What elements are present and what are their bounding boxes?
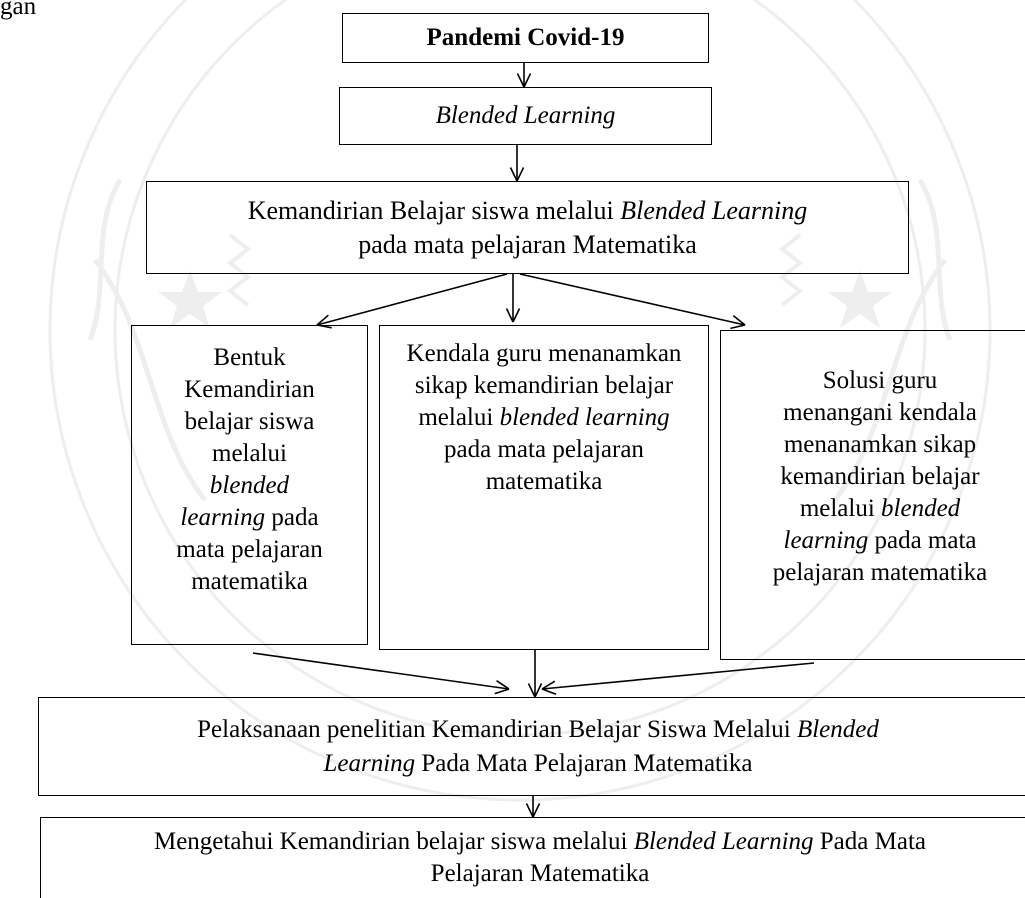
node-mengetahui-text-2: Blended Learning [633, 828, 814, 855]
arrow-solusi-to-pelaksanaan [541, 662, 815, 695]
arrowhead [509, 167, 518, 182]
arrow-bentuk-to-pelaksanaan [252, 652, 510, 695]
arrow-kendala-to-pelaksanaan [527, 650, 543, 698]
arrow-line [252, 652, 510, 690]
arrow-kemandirian-to-solusi [519, 273, 746, 330]
arrow-line [541, 662, 815, 690]
node-bentuk-text-1: Bentuk Kemandirian belajar siswa melalui [184, 344, 315, 467]
arrow-pelaksanaan-to-mengetahui [525, 796, 541, 818]
arrowhead [516, 73, 525, 88]
node-blended-learning: Blended Learning [339, 87, 712, 145]
node-bentuk-text-2: blended learning [180, 472, 290, 531]
arrowhead [494, 688, 510, 695]
node-solusi-text-2: blended learning [783, 495, 961, 554]
arrowhead [532, 803, 541, 818]
node-solusi-guru: Solusi guru menangani kendala menanamkan… [720, 330, 1025, 660]
node-kemandirian-text-1: Kemandirian Belajar siswa melalui [247, 195, 621, 225]
arrowhead [730, 324, 746, 330]
arrowhead [512, 308, 521, 323]
node-bentuk-kemandirian-label: Bentuk Kemandirian belajar siswa melalui… [175, 342, 325, 598]
arrowhead [505, 308, 514, 323]
node-kendala-text-3: pada mata pelajaran matematika [444, 436, 644, 495]
arrowhead [316, 314, 329, 326]
node-pandemi-covid-text: Pandemi Covid-19 [426, 24, 625, 51]
node-kendala-text-2: blended learning [499, 404, 670, 431]
lead-text: gan [0, 0, 37, 20]
node-mengetahui-kemandirian: Mengetahui Kemandirian belajar siswa mel… [40, 817, 1025, 898]
arrowhead [732, 315, 746, 326]
node-pelaksanaan-penelitian-label: Pelaksanaan penelitian Kemandirian Belaj… [158, 713, 918, 781]
node-bentuk-text-3: pada mata pelajaran matematika [176, 504, 323, 595]
node-pandemi-covid-label: Pandemi Covid-19 [427, 22, 625, 54]
arrowhead [541, 688, 557, 695]
node-pandemi-covid: Pandemi Covid-19 [342, 13, 709, 63]
node-bentuk-kemandirian: Bentuk Kemandirian belajar siswa melalui… [131, 325, 368, 645]
node-solusi-text-3: pada mata pelajaran matematika [772, 527, 988, 586]
node-mengetahui-text-1: Mengetahui Kemandirian belajar siswa mel… [153, 828, 634, 855]
arrow-line [316, 273, 508, 326]
node-kendala-text-1: Kendala guru menanamkan sikap kemandiria… [406, 340, 682, 431]
arrow-kemandirian-to-kendala [505, 274, 521, 323]
node-pelaksanaan-penelitian: Pelaksanaan penelitian Kemandirian Belaj… [38, 697, 1025, 796]
node-pelaksanaan-text-3: Pada Mata Pelajaran Matematika [415, 749, 753, 777]
node-kemandirian-belajar: Kemandirian Belajar siswa melalui Blende… [146, 181, 909, 274]
arrow-blended-to-kemandirian [509, 145, 525, 182]
node-mengetahui-kemandirian-label: Mengetahui Kemandirian belajar siswa mel… [145, 826, 935, 890]
arrowhead [516, 167, 525, 182]
arrowhead [541, 680, 556, 690]
node-kemandirian-text-2: Blended Learning [620, 195, 808, 225]
arrow-line [519, 273, 746, 326]
arrowhead [523, 73, 532, 88]
node-blended-learning-label: Blended Learning [436, 100, 616, 132]
arrowhead [527, 683, 536, 698]
node-mengetahui-text-3: Pada Mata Pelajaran Matematika [430, 828, 926, 887]
node-kemandirian-text-3: pada mata pelajaran Matematika [358, 229, 697, 259]
node-kendala-guru: Kendala guru menanamkan sikap kemandiria… [379, 325, 709, 650]
arrowhead [525, 803, 534, 818]
arrowhead [496, 679, 510, 690]
arrowhead [534, 683, 543, 698]
arrowhead [316, 324, 332, 329]
arrow-pandemi-to-blended [516, 63, 532, 88]
node-solusi-guru-label: Solusi guru menangani kendala menanamkan… [768, 365, 993, 589]
arrow-kemandirian-to-bentuk [316, 273, 508, 329]
node-pelaksanaan-text-2: Blended Learning [323, 715, 879, 777]
node-solusi-text-1: Solusi guru menangani kendala menanamkan… [780, 367, 980, 522]
node-blended-learning-text: Blended Learning [435, 102, 616, 129]
node-pelaksanaan-text-1: Pelaksanaan penelitian Kemandirian Belaj… [197, 715, 797, 743]
node-kendala-guru-label: Kendala guru menanamkan sikap kemandiria… [397, 338, 692, 498]
node-kemandirian-belajar-label: Kemandirian Belajar siswa melalui Blende… [228, 194, 828, 262]
